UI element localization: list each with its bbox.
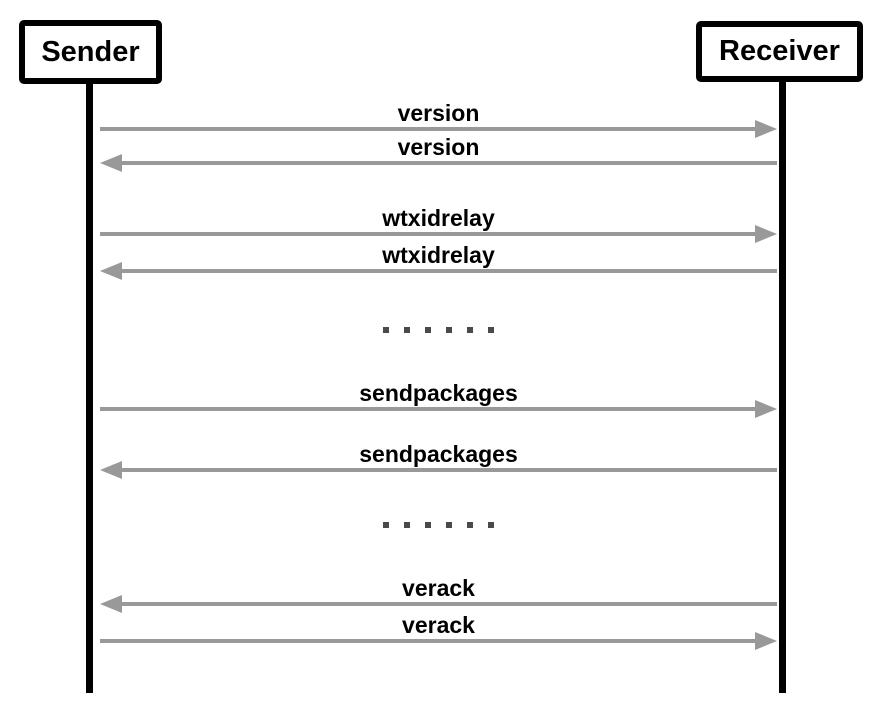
arrow-line	[114, 161, 777, 165]
actor-box-sender: Sender	[19, 20, 162, 84]
arrow-line	[100, 639, 763, 643]
actor-label-sender: Sender	[41, 35, 140, 68]
arrowhead-left-icon	[100, 461, 122, 479]
actor-box-receiver: Receiver	[696, 21, 863, 82]
ellipsis-dot	[446, 327, 452, 333]
ellipsis-dot	[425, 327, 431, 333]
arrowhead-right-icon	[755, 225, 777, 243]
arrow-line	[114, 269, 777, 273]
message-label: version	[397, 134, 480, 160]
sender-lifeline	[86, 82, 93, 693]
ellipsis-dot	[383, 522, 389, 528]
arrowhead-right-icon	[755, 400, 777, 418]
ellipsis-dot	[467, 522, 473, 528]
message-label: wtxidrelay	[382, 242, 495, 268]
message-label: wtxidrelay	[382, 205, 495, 231]
ellipsis-dot	[488, 522, 494, 528]
arrowhead-right-icon	[755, 632, 777, 650]
ellipsis-dot	[467, 327, 473, 333]
message-label: sendpackages	[359, 380, 518, 406]
message-label: version	[397, 100, 480, 126]
arrowhead-right-icon	[755, 120, 777, 138]
arrowhead-left-icon	[100, 154, 122, 172]
ellipsis-dot	[425, 522, 431, 528]
arrow-line	[100, 407, 763, 411]
ellipsis-dot	[446, 522, 452, 528]
message-label: verack	[402, 575, 475, 601]
arrow-line	[100, 127, 763, 131]
arrowhead-left-icon	[100, 595, 122, 613]
actor-label-receiver: Receiver	[719, 35, 840, 67]
arrow-line	[114, 468, 777, 472]
ellipsis-row	[100, 327, 777, 333]
receiver-lifeline	[779, 80, 786, 693]
message-label: sendpackages	[359, 441, 518, 467]
ellipsis-dot	[488, 327, 494, 333]
arrowhead-left-icon	[100, 262, 122, 280]
arrow-line	[100, 232, 763, 236]
ellipsis-row	[100, 522, 777, 528]
ellipsis-dot	[404, 327, 410, 333]
ellipsis-dot	[404, 522, 410, 528]
ellipsis-dot	[383, 327, 389, 333]
message-label: verack	[402, 612, 475, 638]
arrow-line	[114, 602, 777, 606]
